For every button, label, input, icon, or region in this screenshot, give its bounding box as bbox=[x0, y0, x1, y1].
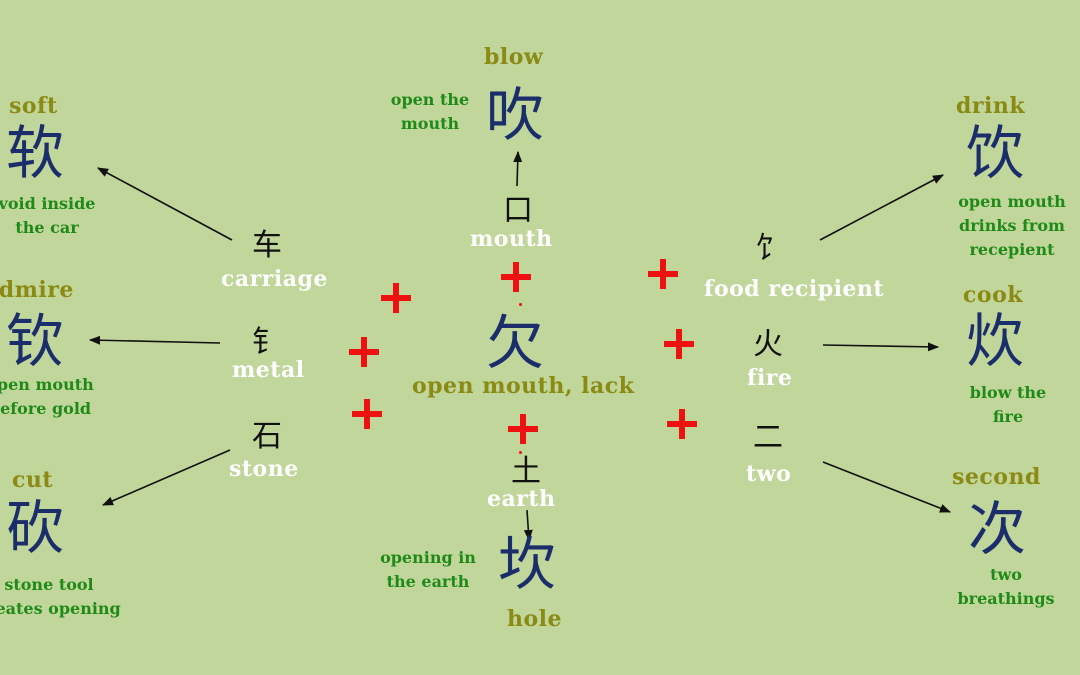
arrow-mouth-to-blow bbox=[513, 150, 523, 187]
component-char-mouth: 口 bbox=[503, 193, 533, 228]
arrow-earth-to-hole bbox=[523, 509, 533, 542]
component-label-mouth: mouth bbox=[470, 226, 553, 252]
component-char-food: 饣 bbox=[755, 231, 785, 266]
arrow-two-to-second bbox=[822, 461, 952, 513]
red-dot bbox=[519, 303, 522, 306]
component-label-stone: stone bbox=[229, 456, 299, 482]
component-char-metal: 钅 bbox=[252, 325, 282, 360]
plus-sign bbox=[508, 414, 538, 444]
hanzi-cook: 炊 bbox=[966, 307, 1025, 375]
component-label-carriage: carriage bbox=[221, 266, 328, 292]
explanation-cut: stone toolcreates opening bbox=[0, 575, 121, 618]
hanzi-soft: 软 bbox=[6, 119, 65, 187]
hanzi-second: 次 bbox=[968, 495, 1027, 563]
component-char-two: 二 bbox=[753, 420, 783, 455]
arrow-carriage-to-soft bbox=[97, 167, 233, 241]
arrow-metal-to-admire bbox=[88, 335, 221, 345]
meaning-hole: hole bbox=[507, 606, 563, 632]
explanation-admire: open mouthbefore gold bbox=[0, 375, 94, 418]
meaning-blow: blow bbox=[484, 44, 544, 70]
component-char-fire: 火 bbox=[753, 327, 783, 362]
component-char-stone: 石 bbox=[252, 419, 282, 454]
hanzi-cut: 砍 bbox=[6, 494, 65, 562]
plus-sign bbox=[381, 283, 411, 313]
hanzi-drink: 饮 bbox=[966, 119, 1025, 187]
plus-sign bbox=[667, 409, 697, 439]
component-label-earth: earth bbox=[487, 486, 556, 512]
component-label-food: food recipient bbox=[704, 276, 885, 302]
component-char-earth: 土 bbox=[511, 454, 541, 489]
meaning-admire: admire bbox=[0, 277, 74, 303]
hanzi-admire: 钦 bbox=[6, 307, 65, 375]
meaning-cook: cook bbox=[963, 282, 1023, 308]
center-label: open mouth, lack bbox=[412, 373, 635, 399]
arrow-stone-to-cut bbox=[101, 449, 231, 506]
plus-sign bbox=[352, 399, 382, 429]
meaning-cut: cut bbox=[12, 467, 54, 493]
component-label-fire: fire bbox=[747, 365, 793, 391]
meaning-drink: drink bbox=[956, 93, 1026, 119]
component-label-metal: metal bbox=[232, 357, 305, 383]
component-char-carriage: 车 bbox=[252, 228, 282, 263]
hanzi-blow: 吹 bbox=[486, 81, 545, 149]
plus-sign bbox=[664, 329, 694, 359]
meaning-second: second bbox=[952, 464, 1041, 490]
component-label-two: two bbox=[746, 461, 792, 487]
plus-sign bbox=[648, 259, 678, 289]
plus-sign bbox=[349, 337, 379, 367]
center-char: 欠 bbox=[486, 309, 545, 377]
arrow-fire-to-cook bbox=[822, 342, 940, 352]
red-dot bbox=[519, 451, 522, 454]
arrow-food-to-drink bbox=[819, 174, 944, 241]
plus-sign bbox=[501, 262, 531, 292]
hanzi-hole: 坎 bbox=[498, 530, 557, 598]
meaning-soft: soft bbox=[9, 93, 58, 119]
